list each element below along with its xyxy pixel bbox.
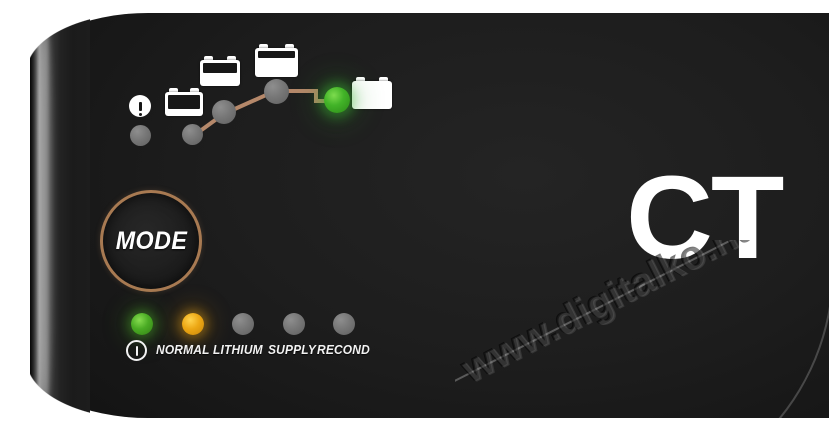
stage-led-fault (130, 125, 151, 146)
stage-led-3 (264, 79, 289, 104)
battery-terminal-right (190, 88, 199, 93)
battery-icon-stage-1 (165, 88, 203, 116)
mode-button[interactable]: MODE (100, 190, 202, 292)
battery-terminal-left (204, 56, 213, 61)
battery-level-fill (168, 95, 200, 109)
stage-trace-4 (314, 89, 318, 103)
battery-terminal-left (356, 77, 365, 82)
stage-led-2 (212, 100, 236, 124)
power-icon (126, 340, 147, 361)
battery-terminal-right (227, 56, 236, 61)
mode-label-recond[interactable]: RECOND (317, 342, 370, 357)
battery-icon-stage-3 (255, 44, 298, 77)
battery-terminal-left (259, 44, 268, 49)
mode-label-normal[interactable]: NORMAL (156, 342, 210, 357)
battery-body (255, 48, 298, 77)
mode-led-recond[interactable] (333, 313, 355, 335)
battery-icon-stage-4 (352, 77, 392, 109)
exclamation-glyph (138, 101, 142, 116)
mode-led-power[interactable] (131, 313, 153, 335)
mode-led-lithium[interactable] (232, 313, 254, 335)
frame-corner-bottom-left (26, 360, 116, 420)
stage-led-4-active (324, 87, 350, 113)
battery-body (165, 92, 203, 116)
frame-corner-top-left (26, 12, 116, 72)
battery-body (200, 60, 240, 86)
frame-bottom (0, 418, 829, 432)
battery-terminal-right (379, 77, 388, 82)
battery-terminal-left (169, 88, 178, 93)
warning-exclamation-icon (129, 95, 151, 117)
battery-terminal-right (285, 44, 294, 49)
mode-label-supply[interactable]: SUPPLY (268, 342, 317, 357)
mode-button-label: MODE (115, 226, 187, 255)
bezel-shadow (28, 13, 38, 418)
mode-led-normal[interactable] (182, 313, 204, 335)
stage-led-1 (182, 124, 203, 145)
ctek-brand-logo: CT (625, 168, 784, 268)
power-bar-glyph (135, 345, 138, 356)
mode-label-lithium[interactable]: LITHIUM (213, 342, 263, 357)
battery-level-fill (203, 63, 237, 73)
device-left-bezel (28, 13, 90, 418)
battery-level-fill (258, 51, 295, 58)
battery-body (352, 81, 392, 109)
stage-trace-3 (268, 89, 318, 93)
bezel-highlight (38, 29, 54, 402)
frame-top (0, 0, 829, 13)
mode-led-supply[interactable] (283, 313, 305, 335)
frame-left (0, 0, 30, 432)
battery-icon-stage-2 (200, 56, 240, 86)
